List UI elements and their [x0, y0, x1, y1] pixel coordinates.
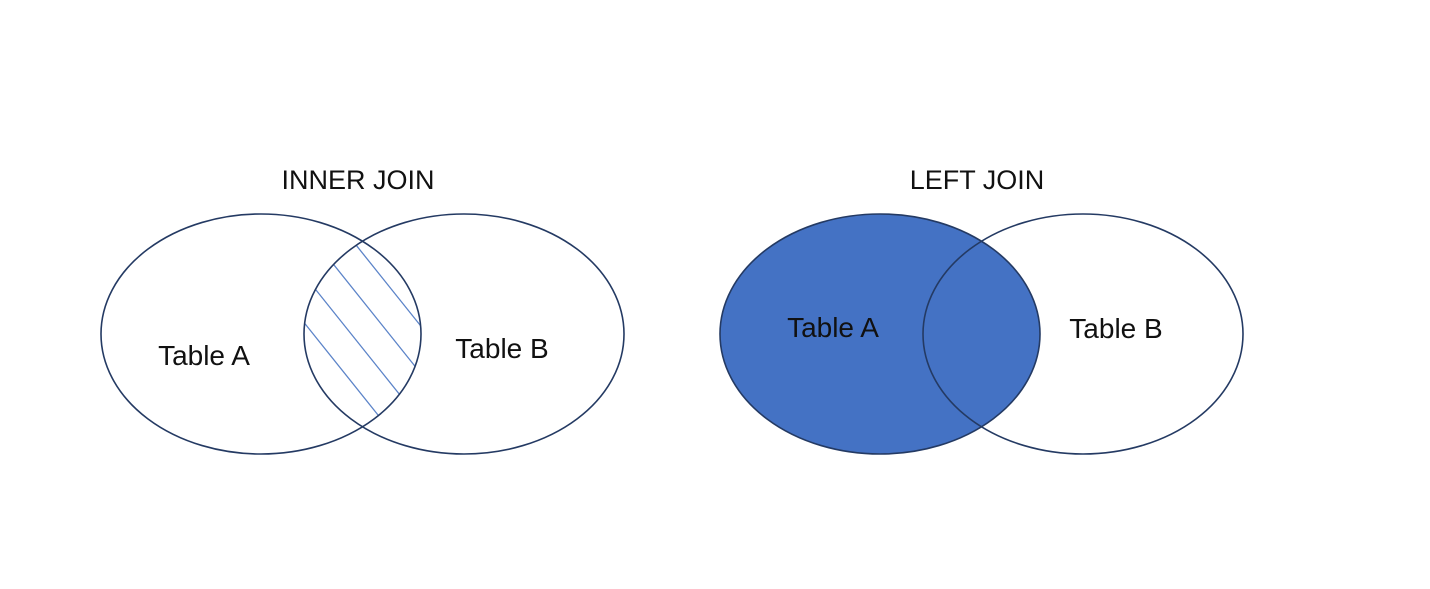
inner-join-diagram: INNER JOIN Table A Table B [100, 165, 756, 555]
left-join-table-a-circle [719, 213, 1041, 455]
hatch-line [304, 214, 421, 454]
hatch-line [456, 180, 756, 555]
inner-join-table-b-circle [303, 213, 625, 455]
hatch-line [379, 214, 421, 454]
inner-join-table-a-circle [100, 213, 422, 455]
inner-join-table-a-label: Table A [158, 340, 250, 371]
hatch-line [341, 214, 421, 454]
hatch-line [304, 214, 421, 454]
left-join-diagram: LEFT JOIN Table A Table B [719, 165, 1244, 455]
hatch-line [304, 214, 421, 454]
left-join-table-b-label: Table B [1069, 313, 1162, 344]
left-join-table-b-circle [922, 213, 1244, 455]
inner-join-title: INNER JOIN [281, 165, 434, 195]
left-join-table-a-label: Table A [787, 312, 879, 343]
hatch-line [417, 214, 421, 454]
left-join-title: LEFT JOIN [910, 165, 1045, 195]
inner-join-table-b-label: Table B [455, 333, 548, 364]
